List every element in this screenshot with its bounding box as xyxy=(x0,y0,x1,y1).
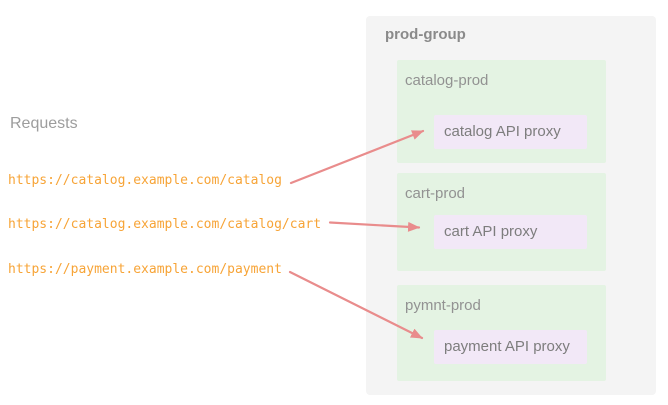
prod-group-title: prod-group xyxy=(385,26,466,43)
environment-name-pymnt-prod: pymnt-prod xyxy=(405,297,481,314)
environment-box-pymnt-prod: pymnt-prod payment API proxy xyxy=(397,285,606,381)
environment-name-catalog-prod: catalog-prod xyxy=(405,72,489,89)
proxy-box-cart: cart API proxy xyxy=(434,215,587,249)
prod-group-box: prod-group catalog-prod catalog API prox… xyxy=(366,16,656,395)
proxy-box-catalog: catalog API proxy xyxy=(434,115,587,149)
requests-heading: Requests xyxy=(10,115,78,132)
request-url-catalog: https://catalog.example.com/catalog xyxy=(8,173,282,188)
proxy-box-payment: payment API proxy xyxy=(434,330,587,364)
environment-name-cart-prod: cart-prod xyxy=(405,185,466,202)
environment-box-catalog-prod: catalog-prod catalog API proxy xyxy=(397,60,606,163)
environment-box-cart-prod: cart-prod cart API proxy xyxy=(397,173,606,271)
request-url-catalog-cart: https://catalog.example.com/catalog/cart xyxy=(8,217,322,232)
request-url-payment: https://payment.example.com/payment xyxy=(8,262,282,277)
